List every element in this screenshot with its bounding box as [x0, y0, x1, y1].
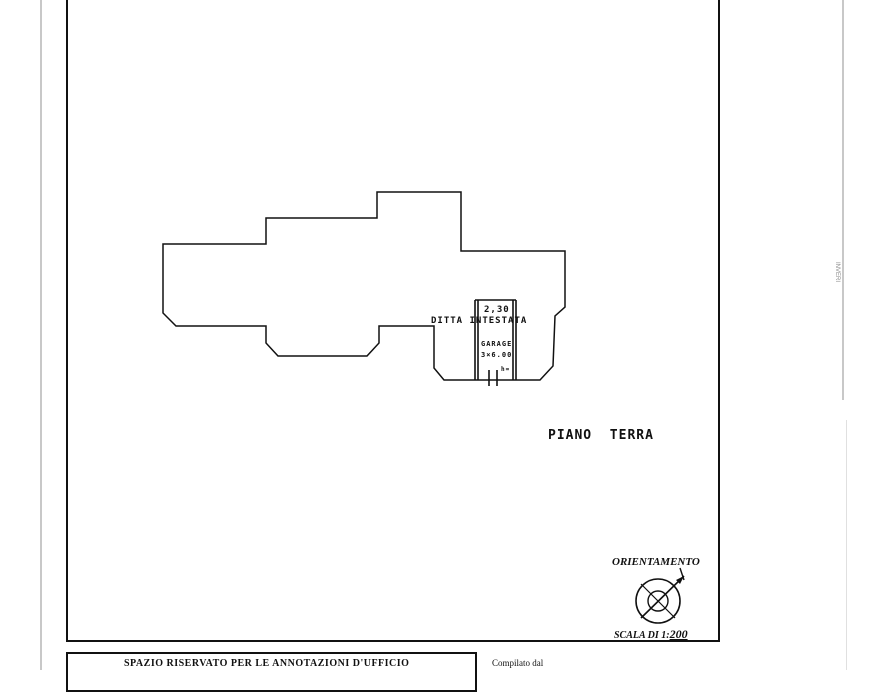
compass-needle: [676, 576, 684, 584]
garage-room: [474, 299, 517, 380]
compass-north-mark: [679, 567, 685, 581]
compass-inner: [647, 590, 669, 612]
compiled-by-label: Compilato dal: [492, 658, 544, 668]
compass-circle: [635, 578, 681, 624]
scale-label: SCALA DI 1:200: [614, 627, 688, 642]
floor-label: PIANO TERRA: [548, 428, 654, 443]
building-outline: [162, 191, 566, 381]
scale-value: 200: [669, 627, 688, 641]
orientation-title: ORIENTAMENTO: [612, 556, 700, 568]
unit-label: DITTA INTESTATA: [431, 316, 528, 326]
drawing-frame: [66, 0, 720, 642]
room-size-label: 3×6.00: [481, 351, 513, 359]
office-box-title: SPAZIO RISERVATO PER LE ANNOTAZIONI D'UF…: [124, 658, 410, 669]
left-margin-line: [40, 0, 42, 670]
room-name-label: GARAGE: [481, 340, 513, 348]
room-small-label: h=: [501, 366, 511, 373]
right-margin-line-lower: [846, 420, 847, 670]
compass-line-b: [640, 575, 685, 619]
floor-plan: [162, 191, 685, 624]
right-margin-line: [842, 0, 844, 400]
room-height-label: 2,30: [484, 305, 510, 315]
scale-prefix: SCALA DI 1:: [614, 630, 670, 641]
